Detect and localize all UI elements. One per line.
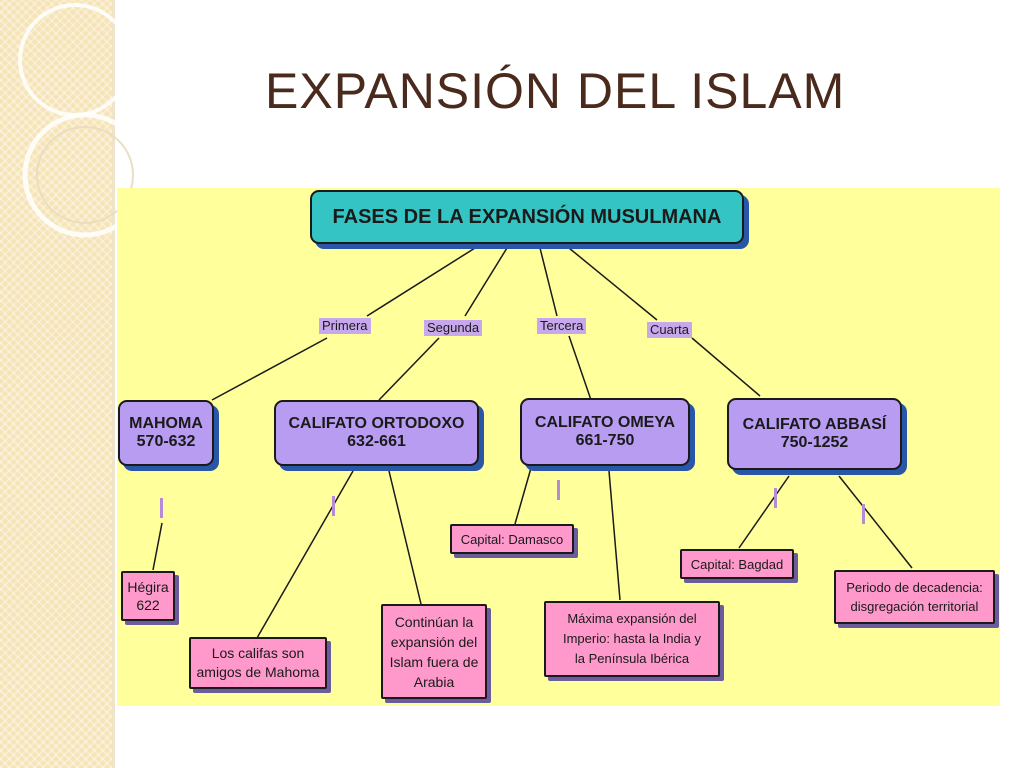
decorative-tick xyxy=(557,480,560,500)
phase-ortodoxo-name: CALIFATO ORTODOXO xyxy=(288,415,465,432)
detail-continuan: Continúan la expansión del Islam fuera d… xyxy=(381,604,487,699)
phase-califato-ortodoxo: CALIFATO ORTODOXO 632-661 xyxy=(274,400,479,466)
phase-ortodoxo-dates: 632-661 xyxy=(347,433,406,450)
connector-omeya-damasco xyxy=(514,467,532,525)
root-node-label: FASES DE LA EXPANSIÓN MUSULMANA xyxy=(332,205,722,228)
phase-abbasi-name: CALIFATO ABBASÍ xyxy=(742,416,887,433)
connector-ortodoxo-continuan xyxy=(388,470,422,605)
phase-califato-abbasi: CALIFATO ABBASÍ 750-1252 xyxy=(727,398,902,470)
phase-califato-omeya: CALIFATO OMEYA 661-750 xyxy=(520,398,690,466)
edge-label-tercera: Tercera xyxy=(537,318,587,334)
detail-califas-text: Los califas son amigos de Mahoma xyxy=(196,645,320,680)
connector-root-cuarta xyxy=(568,247,658,321)
connector-root-primera xyxy=(366,247,476,317)
phase-omeya-name: CALIFATO OMEYA xyxy=(534,414,676,431)
connector-mahoma-hegira xyxy=(152,522,163,571)
connector-cuarta-abbasi xyxy=(691,337,761,397)
detail-damasco-text: Capital: Damasco xyxy=(460,531,564,547)
phase-mahoma-dates: 570-632 xyxy=(136,433,196,450)
detail-califas: Los califas son amigos de Mahoma xyxy=(189,637,327,689)
connector-root-segunda xyxy=(464,247,508,317)
detail-decadencia-text: Periodo de decadencia: disgregación terr… xyxy=(846,580,983,614)
slide-title: EXPANSIÓN DEL ISLAM xyxy=(265,63,846,119)
edge-label-cuarta: Cuarta xyxy=(647,322,693,338)
detail-maxima-expansion: Máxima expansión del Imperio: hasta la I… xyxy=(544,601,720,677)
connector-omeya-maxima xyxy=(608,470,621,601)
detail-hegira-text: Hégira 622 xyxy=(127,579,169,613)
phase-abbasi-dates: 750-1252 xyxy=(780,434,849,451)
edge-label-segunda: Segunda xyxy=(424,320,483,336)
connector-abbasi-bagdad xyxy=(738,475,790,549)
phase-mahoma: MAHOMA 570-632 xyxy=(118,400,214,466)
connector-primera-mahoma xyxy=(211,337,328,401)
decorative-tick xyxy=(332,496,335,516)
connector-ortodoxo-califas xyxy=(256,470,354,639)
connector-tercera-omeya xyxy=(568,335,592,401)
connector-segunda-ortodoxo xyxy=(378,337,440,401)
detail-decadencia: Periodo de decadencia: disgregación terr… xyxy=(834,570,995,624)
detail-bagdad-text: Capital: Bagdad xyxy=(690,556,784,572)
detail-hegira: Hégira 622 xyxy=(121,571,175,621)
decorative-tick xyxy=(862,504,865,524)
detail-capital-damasco: Capital: Damasco xyxy=(450,524,574,554)
detail-continuan-text: Continúan la expansión del Islam fuera d… xyxy=(389,613,479,690)
detail-capital-bagdad: Capital: Bagdad xyxy=(680,549,794,579)
phase-mahoma-name: MAHOMA xyxy=(129,415,203,432)
decorative-circles xyxy=(18,3,140,238)
connector-abbasi-decadencia xyxy=(838,475,913,569)
connector-root-tercera xyxy=(539,247,558,317)
edge-label-primera: Primera xyxy=(319,318,371,334)
decorative-tick xyxy=(160,498,163,518)
concept-map-panel: FASES DE LA EXPANSIÓN MUSULMANA Primera … xyxy=(117,188,1000,706)
decorative-tick xyxy=(774,488,777,508)
connector-lines xyxy=(152,247,913,639)
root-node: FASES DE LA EXPANSIÓN MUSULMANA xyxy=(310,190,744,244)
phase-omeya-dates: 661-750 xyxy=(575,432,635,449)
detail-maxima-text: Máxima expansión del Imperio: hasta la I… xyxy=(562,611,702,666)
